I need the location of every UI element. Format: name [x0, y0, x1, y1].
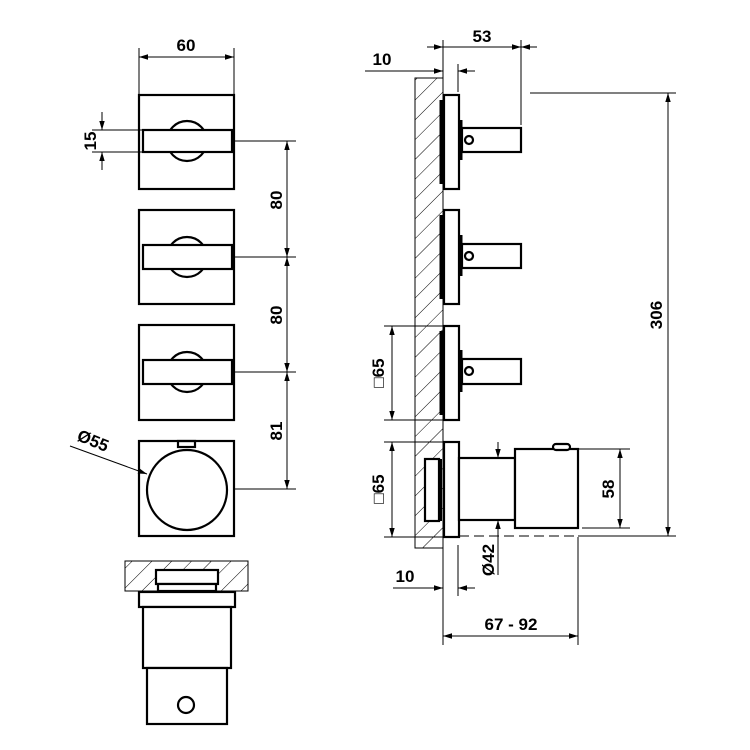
dim-handle-projection: 53: [473, 27, 492, 46]
dim-knob-diameter: Ø55: [75, 426, 112, 456]
dim-width: 60: [177, 36, 196, 55]
knob: [145, 666, 229, 726]
valve-plate-3: [137, 323, 236, 422]
side-thermostat: [423, 440, 580, 539]
screw-hole: [176, 695, 196, 715]
dim-plate-size-2: □65: [369, 474, 388, 503]
side-valve-3: [439, 324, 523, 422]
dim-wall-depth-top: 10: [373, 50, 392, 69]
valve-plate-2: [137, 208, 236, 306]
lever-handle: [141, 243, 234, 271]
dim-knob-height: 58: [599, 480, 618, 499]
thermostat-plate: [137, 439, 236, 538]
dim-spacing-2: 80: [267, 306, 286, 325]
dim-spacing-3: 81: [267, 422, 286, 441]
dim-plate-size-1: □65: [369, 358, 388, 387]
lever-handle: [141, 128, 234, 154]
lever-handle: [141, 358, 234, 386]
dim-total-height: 306: [647, 301, 666, 329]
dim-body-diameter: Ø42: [479, 544, 498, 576]
valve-plate-1: [137, 93, 236, 191]
bottom-view: [124, 560, 249, 726]
dim-projection-range: 67 - 92: [485, 615, 538, 634]
front-view: 60 15 80 80 81 Ø55: [69, 36, 296, 538]
side-view: 53 10 306 □65 □65 58 Ø42 1: [365, 27, 676, 645]
dim-handle-height: 15: [81, 132, 100, 151]
body: [141, 605, 233, 670]
dim-wall-depth-bottom: 10: [396, 567, 415, 586]
dim-spacing-1: 80: [267, 191, 286, 210]
side-valve-2: [439, 208, 523, 306]
flange: [137, 590, 237, 609]
side-valve-1: [439, 93, 523, 191]
thermostat-knob: [145, 448, 229, 532]
indicator-tab: [176, 439, 197, 449]
